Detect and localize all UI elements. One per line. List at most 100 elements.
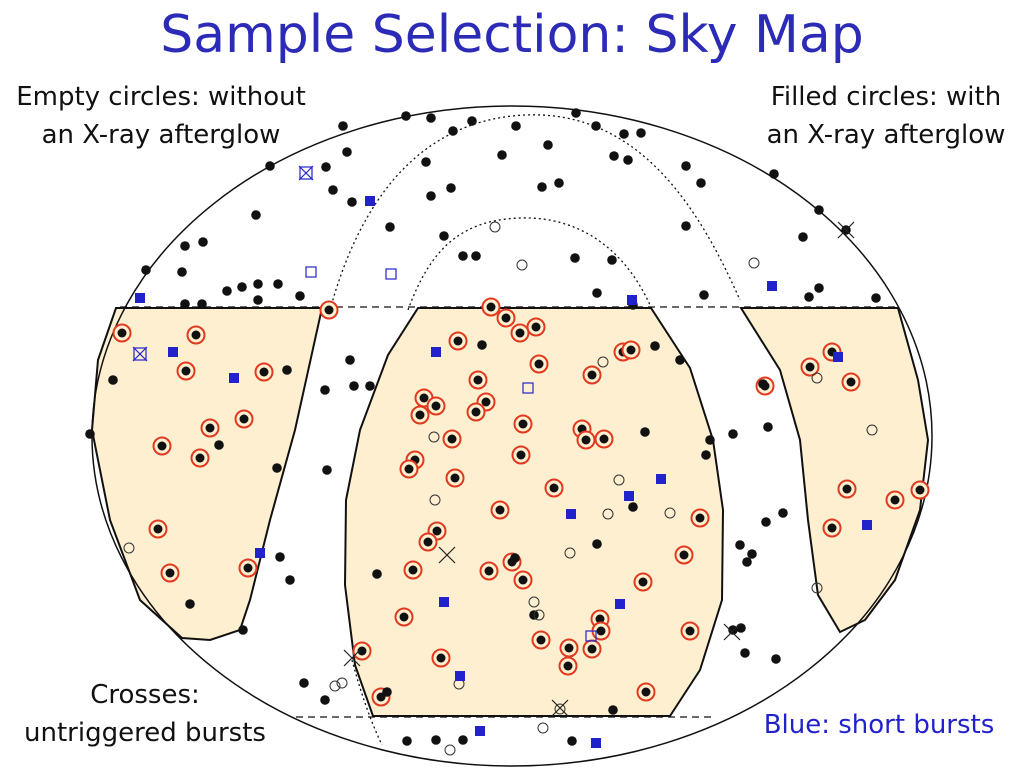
burst-with-afterglow: [426, 113, 436, 123]
untriggered-burst-cross: [837, 221, 855, 239]
burst-with-afterglow: [591, 121, 601, 131]
burst-with-afterglow: [681, 221, 691, 231]
burst-with-afterglow: [238, 625, 248, 635]
short-burst: [255, 548, 265, 558]
note-filled-line-1: Filled circles: with: [770, 82, 1002, 112]
short-burst: [229, 373, 239, 383]
selected-burst-dot: [536, 635, 546, 645]
short-burst: [439, 597, 449, 607]
burst-with-afterglow: [650, 341, 660, 351]
selected-burst-dot: [239, 414, 249, 424]
selected-burst-dot: [827, 523, 837, 533]
short-burst-no-afterglow: [585, 630, 597, 642]
burst-with-afterglow: [448, 126, 458, 136]
burst-with-afterglow: [814, 283, 824, 293]
note-crosses: Crosses: untriggered bursts: [0, 676, 290, 752]
burst-with-afterglow: [467, 116, 477, 126]
burst-with-afterglow: [237, 282, 247, 292]
selected-burst-dot: [473, 375, 483, 385]
burst-with-afterglow: [431, 735, 441, 745]
selected-burst-dot: [165, 568, 175, 578]
burst-with-afterglow: [619, 129, 629, 139]
burst-without-afterglow: [516, 259, 528, 271]
short-burst: [833, 352, 843, 362]
burst-without-afterglow: [613, 474, 625, 486]
burst-with-afterglow: [320, 385, 330, 395]
selected-burst-dot: [419, 393, 429, 403]
selected-burst-dot: [516, 450, 526, 460]
burst-with-afterglow: [372, 569, 382, 579]
selected-burst-dot: [890, 495, 900, 505]
selected-burst-dot: [679, 550, 689, 560]
burst-with-afterglow: [85, 429, 95, 439]
note-filled-circles: Filled circles: with an X-ray afterglow: [748, 78, 1024, 154]
burst-with-afterglow: [185, 599, 195, 609]
burst-with-afterglow: [570, 253, 580, 263]
burst-without-afterglow: [428, 431, 440, 443]
burst-with-afterglow: [567, 736, 577, 746]
selected-burst-dot: [564, 643, 574, 653]
note-filled-line-2: an X-ray afterglow: [766, 120, 1006, 150]
selected-burst-dot: [563, 661, 573, 671]
selected-burst-dot: [685, 626, 695, 636]
selected-burst-dot: [357, 646, 367, 656]
burst-with-afterglow: [320, 695, 330, 705]
short-burst: [135, 293, 145, 303]
burst-with-afterglow: [471, 251, 481, 261]
selected-burst-dot: [515, 328, 525, 338]
burst-with-afterglow: [696, 178, 706, 188]
selected-burst-dot: [531, 322, 541, 332]
burst-without-afterglow: [123, 542, 135, 554]
selected-burst-dot: [432, 526, 442, 536]
short-burst: [455, 671, 465, 681]
selected-burst-dot: [595, 614, 605, 624]
selected-burst-dot: [408, 565, 418, 575]
note-empty-circles: Empty circles: without an X-ray afterglo…: [0, 78, 322, 154]
burst-without-afterglow: [329, 680, 341, 692]
burst-without-afterglow: [866, 424, 878, 436]
burst-without-afterglow: [597, 356, 609, 368]
burst-with-afterglow: [385, 222, 395, 232]
short-burst: [767, 281, 777, 291]
untriggered-short-burst-cross: [298, 165, 314, 181]
slide-title: Sample Selection: Sky Map: [160, 5, 864, 65]
burst-with-afterglow: [401, 111, 411, 121]
burst-with-afterglow: [322, 465, 332, 475]
burst-with-afterglow: [735, 540, 745, 550]
dotted-curve-outer: [329, 114, 741, 311]
selected-burst-dot: [415, 410, 425, 420]
burst-with-afterglow: [214, 440, 224, 450]
selected-burst-dot: [501, 313, 511, 323]
burst-without-afterglow: [528, 596, 540, 608]
burst-with-afterglow: [814, 205, 824, 215]
burst-with-afterglow: [681, 161, 691, 171]
untriggered-burst-cross: [438, 546, 456, 564]
burst-with-afterglow: [736, 623, 746, 633]
burst-with-afterglow: [497, 150, 507, 160]
selected-burst-dot: [181, 366, 191, 376]
untriggered-burst-cross: [723, 623, 741, 641]
selected-burst-dot: [404, 464, 414, 474]
untriggered-short-burst: [299, 166, 313, 180]
selected-burst-dot: [534, 359, 544, 369]
short-burst: [615, 599, 625, 609]
burst-with-afterglow: [769, 169, 779, 179]
selected-burst-dot: [518, 575, 528, 585]
selection-region-right: [739, 307, 930, 634]
burst-with-afterglow: [439, 231, 449, 241]
burst-with-afterglow: [798, 232, 808, 242]
burst-with-afterglow: [511, 121, 521, 131]
selected-burst-dot: [399, 612, 409, 622]
burst-with-afterglow: [338, 121, 348, 131]
burst-with-afterglow: [141, 265, 151, 275]
burst-without-afterglow: [533, 609, 545, 621]
selected-burst-dot: [205, 423, 215, 433]
burst-with-afterglow: [747, 549, 757, 559]
burst-with-afterglow: [571, 108, 581, 118]
burst-with-afterglow: [328, 185, 338, 195]
short-burst-no-afterglow: [385, 268, 397, 280]
burst-with-afterglow: [265, 161, 275, 171]
burst-with-afterglow: [701, 450, 711, 460]
